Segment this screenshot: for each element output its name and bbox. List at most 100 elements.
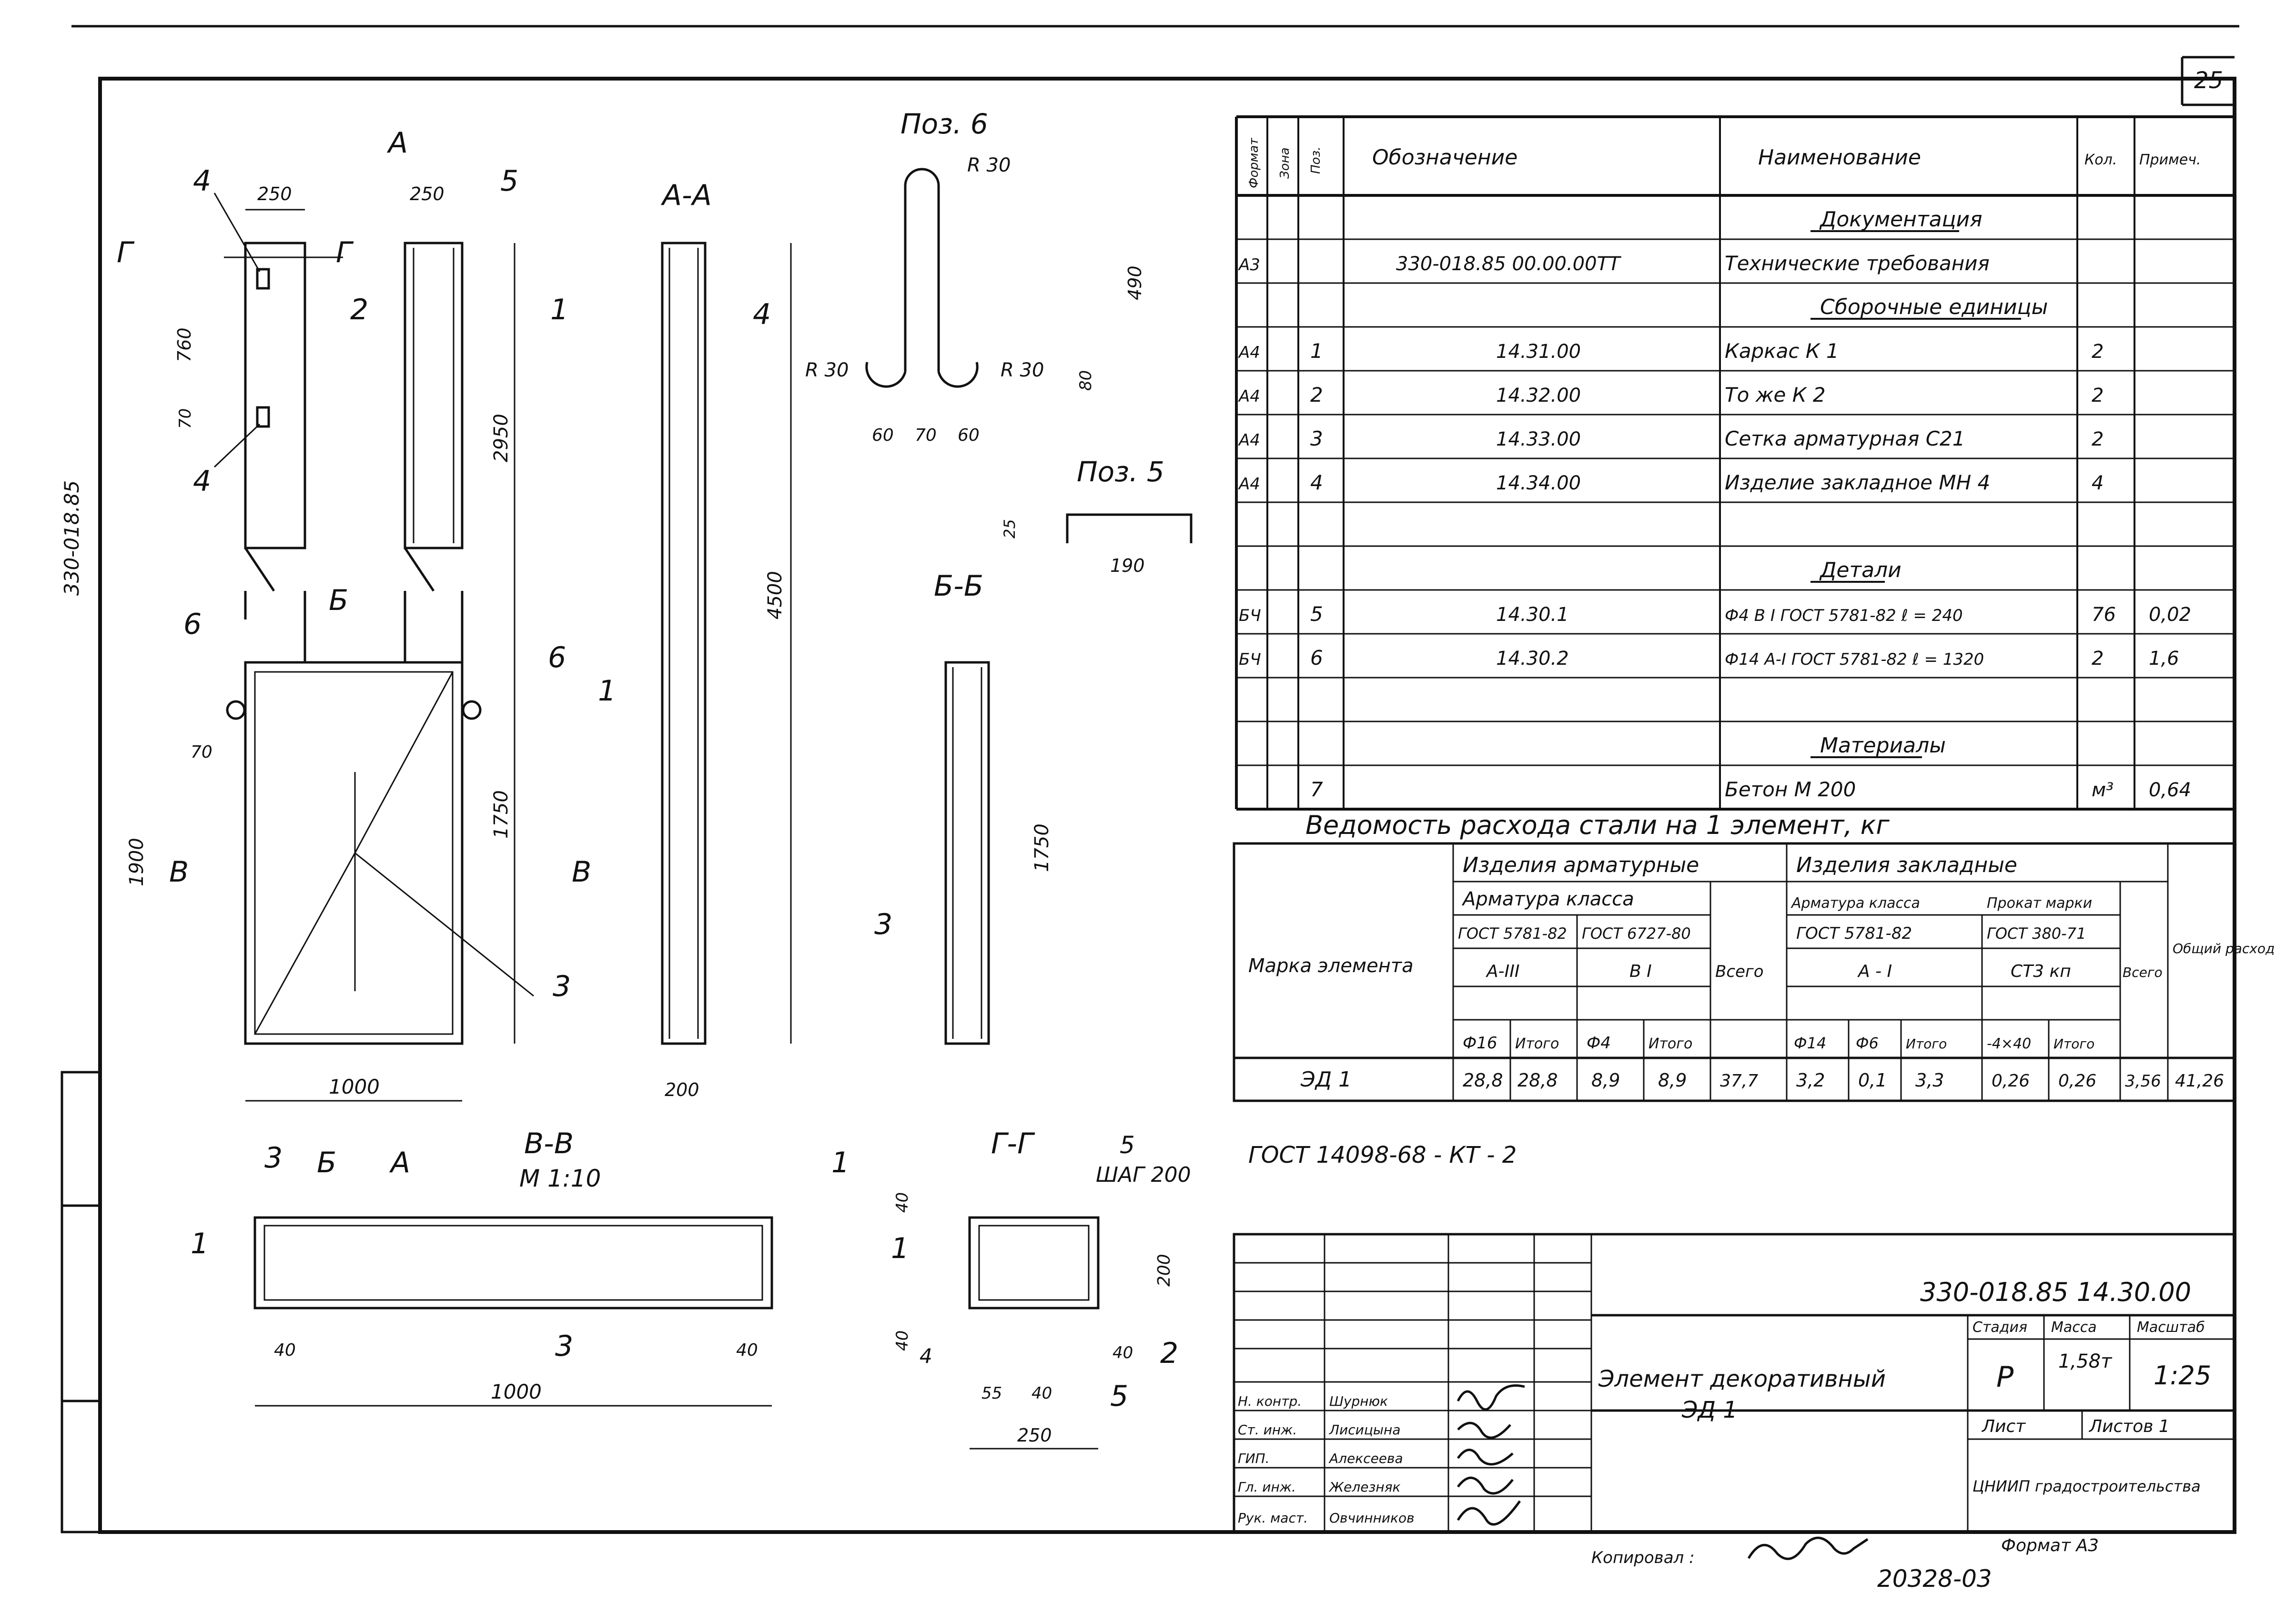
bottom-notes: Копировал : Формат А3 20328-03 <box>1591 1536 2099 1593</box>
spec-cell-name: Ф4 В I ГОСТ 5781-82 ℓ = 240 <box>1725 606 1963 625</box>
sheet-number: 25 <box>2194 67 2223 94</box>
dim-4500: 4500 <box>764 571 786 619</box>
dim-1000-a: 1000 <box>329 1075 380 1098</box>
dim-190: 190 <box>1110 555 1145 576</box>
steel-gost-3: ГОСТ 5781-82 <box>1796 924 1912 943</box>
signer-name: Железняк <box>1328 1479 1401 1495</box>
signer-name: Шурнюк <box>1329 1393 1388 1409</box>
spec-cell-pos: 6 <box>1310 646 1323 670</box>
dim-80: 80 <box>1076 370 1095 391</box>
pos-6-detail: Поз. 6 R 30 R 30 R 30 490 80 60 70 60 <box>805 108 1145 445</box>
spec-cell-note: 0,02 <box>2149 604 2191 626</box>
steel-strip: -4×40 <box>1987 1035 2031 1052</box>
steel-row-overall: 41,26 <box>2175 1071 2224 1091</box>
steel-cls-aiii: А-III <box>1486 962 1519 981</box>
dim-60-a: 60 <box>872 426 894 445</box>
steel-mark-header: Марка элемента <box>1248 955 1414 977</box>
steel-cls-bi: В I <box>1629 962 1652 981</box>
steel-row-mark: ЭД 1 <box>1300 1067 1352 1092</box>
section-v-v: В-В М 1:10 3 1 1 3 40 40 1000 <box>191 1127 850 1407</box>
dim-60-b: 60 <box>958 426 980 445</box>
spec-cell-format: А4 <box>1238 475 1260 494</box>
spec-cell-format: А4 <box>1238 343 1260 362</box>
pos-5-c: 5 <box>1110 1380 1128 1413</box>
spec-cell-name: То же К 2 <box>1725 383 1826 406</box>
pos-5-b: 5 <box>1120 1131 1135 1159</box>
sheet-frame: 25 330-018.85 <box>60 25 2239 1534</box>
step-label: ШАГ 200 <box>1096 1163 1191 1187</box>
inventory-no: 20328-03 <box>1877 1565 1992 1593</box>
steel-title: Ведомость расхода стали на 1 элемент, кг <box>1305 810 1890 840</box>
steel-row-total1: 37,7 <box>1720 1071 1758 1091</box>
signature-scribble <box>1456 1384 1525 1526</box>
pos-4-d: 4 <box>920 1344 932 1368</box>
gost-weld: ГОСТ 14098-68 - КТ - 2 <box>1248 1142 1517 1168</box>
spec-cell-code: 14.33.00 <box>1496 428 1581 450</box>
pos-4-c: 4 <box>753 298 771 331</box>
steel-arm-class2: Арматура класса <box>1790 895 1920 912</box>
steel-d14: Ф14 <box>1794 1034 1826 1052</box>
cut-g-left: Г <box>117 236 135 269</box>
steel-row-total2: 3,56 <box>2125 1072 2161 1091</box>
dim-70-c: 70 <box>915 426 937 445</box>
r30-c: R 30 <box>1001 359 1044 381</box>
steel-table: Марка элемента Изделия арматурные Издели… <box>1233 842 2275 1102</box>
dim-40-a: 40 <box>274 1340 296 1360</box>
spec-cell-qty: м³ <box>2092 779 2114 801</box>
steel-d4: Ф4 <box>1587 1034 1611 1053</box>
spec-cell-pos: 4 <box>1310 471 1323 494</box>
spec-header-note: Примеч. <box>2139 152 2201 168</box>
pos-1-d: 1 <box>831 1146 850 1179</box>
tb-designation: 330-018.85 14.30.00 <box>1920 1277 2191 1307</box>
dim-1750-b: 1750 <box>1031 823 1053 872</box>
spec-cell-format: БЧ <box>1239 650 1261 669</box>
pos-4-b: 4 <box>193 465 211 498</box>
dim-1750-a: 1750 <box>490 790 512 839</box>
section-aa-label: А-А <box>660 179 712 212</box>
steel-embedded-products: Изделия закладные <box>1796 853 2017 877</box>
steel-arm-products: Изделия арматурные <box>1463 853 1699 877</box>
pos-3-d: 3 <box>555 1330 573 1363</box>
spec-cell-note: 0,64 <box>2149 779 2191 801</box>
cut-b-upper: Б <box>329 584 348 617</box>
signer-role: ГИП. <box>1238 1451 1270 1466</box>
pos-1-a: 1 <box>550 293 568 326</box>
signer-name: Алексеева <box>1328 1451 1403 1466</box>
spec-section-title: Сборочные единицы <box>1820 295 2048 319</box>
dim-40-b: 40 <box>736 1340 758 1360</box>
dim-1000-b: 1000 <box>491 1380 542 1403</box>
spec-cell-name: Сетка арматурная С21 <box>1725 427 1965 450</box>
spec-cell-code: 14.30.1 <box>1496 604 1569 626</box>
tb-sheets-h: Листов 1 <box>2088 1417 2170 1436</box>
cut-v-right: В <box>572 855 591 889</box>
pos-2-a: 2 <box>350 293 368 326</box>
margin-code: 330-018.85 <box>60 480 83 596</box>
spec-cell-format: А4 <box>1238 387 1260 406</box>
r30-b: R 30 <box>805 359 849 381</box>
r30-a: R 30 <box>967 154 1011 176</box>
spec-section-title: Документация <box>1819 207 1982 232</box>
steel-total-1: Всего <box>1715 962 1764 981</box>
steel-cls-ai: А - I <box>1857 962 1892 981</box>
spec-cell-name: Бетон М 200 <box>1725 778 1856 801</box>
signer-name: Лисицына <box>1329 1422 1400 1438</box>
pos-5-detail: Поз. 5 190 25 <box>1001 456 1193 576</box>
tb-org: ЦНИИП градостроительства <box>1972 1477 2201 1495</box>
steel-cls-st3: СТ3 кп <box>2011 962 2071 981</box>
dim-40-f: 40 <box>1113 1343 1133 1362</box>
poz6-label: Поз. 6 <box>900 108 988 140</box>
scale-vv: М 1:10 <box>519 1165 601 1192</box>
spec-cell-pos: 5 <box>1310 602 1323 626</box>
signer-role: Гл. инж. <box>1238 1479 1296 1495</box>
dim-250-a: 250 <box>257 183 292 204</box>
steel-gost-1: ГОСТ 5781-82 <box>1458 924 1567 943</box>
elevation-views: 250 760 70 Г Г 4 4 6 6 3 1900 70 В В Б 1… <box>117 126 591 1179</box>
steel-row-f4: 8,9 <box>1591 1070 1620 1091</box>
signer-role: Н. контр. <box>1238 1393 1302 1409</box>
spec-cell-pos: 2 <box>1310 383 1323 406</box>
signer-name: Овчинников <box>1329 1510 1415 1526</box>
dim-250-b: 250 <box>410 183 445 204</box>
spec-section-title: Детали <box>1819 558 1902 582</box>
spec-header-code: Обозначение <box>1372 145 1517 170</box>
tb-element-name: Элемент декоративный <box>1598 1366 1886 1392</box>
